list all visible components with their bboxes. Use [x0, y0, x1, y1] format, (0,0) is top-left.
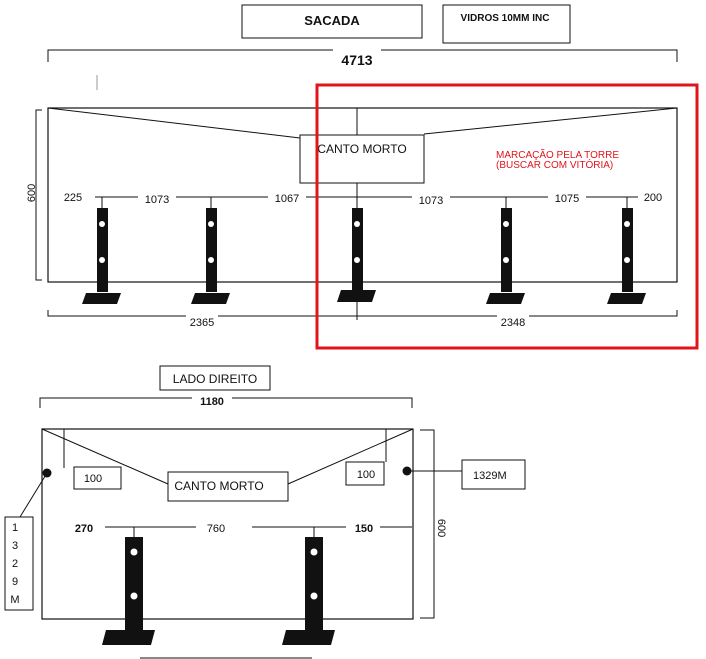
left-tag-char: 9	[12, 576, 18, 588]
post	[337, 184, 376, 302]
spacing-bg-1	[58, 188, 90, 204]
side-spacing-label: 150	[355, 523, 373, 535]
post	[82, 197, 121, 304]
dead-corner-diagonal-left	[47, 107, 301, 139]
height-text: 600	[26, 184, 38, 202]
height-dimension-line	[35, 109, 42, 281]
post	[607, 197, 646, 304]
right-tag-box	[461, 459, 526, 490]
left-tag-char: M	[10, 594, 19, 606]
side-spacing-bg-3	[346, 519, 380, 535]
right-offset-text: 100	[357, 469, 375, 481]
left-tag-char: 1	[12, 522, 18, 534]
left-tag-char: 3	[12, 540, 18, 552]
side-spacing-bg-2	[196, 519, 252, 535]
post	[486, 197, 525, 304]
spacing-bg-6	[638, 188, 668, 204]
highlight-rectangle	[315, 83, 699, 350]
left-tag-leader	[19, 472, 48, 518]
tower-note-line2: (BUSCAR COM VITÓRIA)	[496, 158, 613, 171]
side-spacing-label: 760	[207, 523, 225, 535]
left-offset-text: 100	[84, 473, 102, 485]
bottom-left-text: 2365	[190, 317, 214, 329]
tower-note-line1: MARCAÇÃO PELA TORRE	[496, 148, 619, 161]
spacing-bg-5	[548, 189, 586, 205]
side-height-dimension	[420, 429, 435, 619]
left-tag-box	[4, 516, 34, 611]
glass-note-box	[442, 4, 571, 44]
side-total-text: 1180	[200, 396, 224, 408]
title-text: SACADA	[304, 13, 360, 28]
spacing-label: 1073	[145, 194, 169, 206]
side-view: LADO DIREITO 1180 CANTO MORTO 100 100 13…	[4, 365, 526, 659]
spacing-label: 1073	[419, 195, 443, 207]
bottom-right-bg	[497, 314, 529, 328]
side-dead-corner-text: CANTO MORTO	[174, 479, 263, 493]
dead-corner-diagonal-right	[423, 107, 678, 135]
dead-corner-box	[299, 134, 425, 184]
right-tag-text: 1329M	[473, 470, 507, 482]
side-dead-corner-box	[167, 471, 289, 502]
side-height-text: 600	[435, 519, 447, 537]
bottom-right-dimension	[357, 310, 678, 317]
left-tag-char: 2	[12, 558, 18, 570]
left-offset-box	[73, 466, 122, 490]
spacing-bg-2	[138, 190, 176, 206]
right-offset-box	[345, 461, 385, 486]
post	[191, 197, 230, 304]
spacing-bg-4	[412, 191, 450, 207]
bottom-left-bg	[186, 314, 218, 328]
spacing-label: 200	[644, 192, 662, 204]
side-spacing-label: 270	[75, 523, 93, 535]
total-label-bg	[333, 48, 381, 68]
top-view: SACADA VIDROS 10MM INC 4713 CANTO MORTO …	[26, 4, 699, 350]
bottom-left-dimension	[47, 310, 357, 317]
post	[102, 527, 155, 645]
dead-corner-text: CANTO MORTO	[317, 142, 406, 156]
bottom-right-text: 2348	[501, 317, 525, 329]
spacing-label: 1075	[555, 193, 579, 205]
side-title-text: LADO DIREITO	[173, 372, 257, 386]
title-box	[241, 4, 423, 39]
side-total-bg	[192, 392, 232, 408]
glass-note-text: VIDROS 10MM INC	[461, 13, 550, 24]
spacing-label: 225	[64, 192, 82, 204]
total-width-text: 4713	[341, 52, 372, 68]
side-spacing-bg-1	[68, 519, 98, 535]
side-diagonal-left	[41, 428, 169, 485]
side-diagonal-right	[287, 428, 414, 485]
post	[282, 527, 335, 645]
spacing-bg-3	[268, 189, 306, 205]
spacing-label: 1067	[275, 193, 299, 205]
side-title-box	[159, 365, 271, 391]
